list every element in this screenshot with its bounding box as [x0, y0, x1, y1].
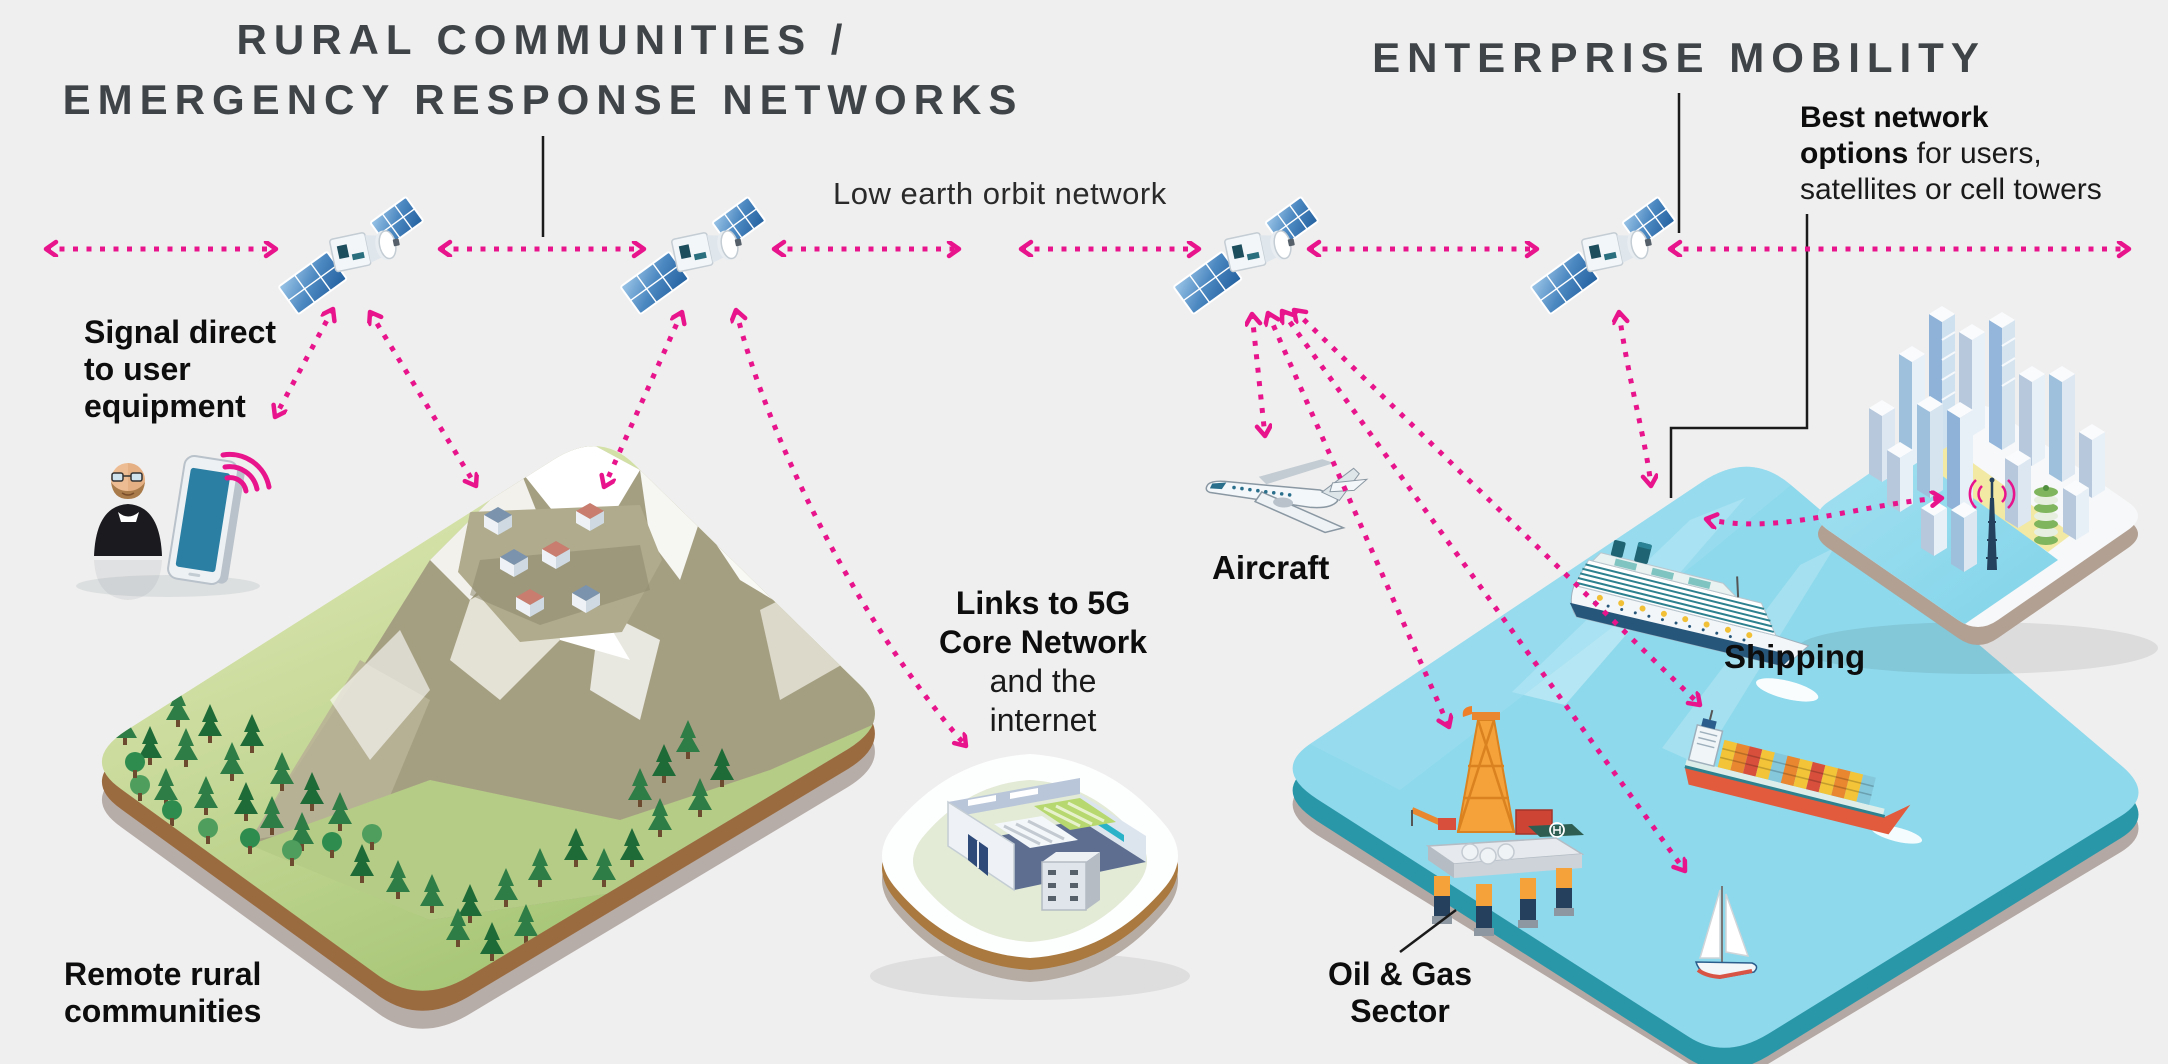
ground-links	[275, 309, 1942, 871]
smartphone-icon	[167, 454, 245, 586]
label-signal-direct: Signal direct to user equipment	[84, 314, 277, 424]
heading-line: EMERGENCY RESPONSE NETWORKS	[62, 76, 1024, 123]
label-shipping: Shipping	[1724, 638, 1866, 675]
satellite-icon	[277, 194, 426, 316]
best-options-connector-line	[1669, 214, 1809, 498]
heading-rural-emergency: RURAL COMMUNITIES / EMERGENCY RESPONSE N…	[63, 10, 1024, 130]
heading-enterprise-mobility: ENTERPRISE MOBILITY	[1372, 34, 1986, 81]
satellite-to-phone-line	[275, 309, 333, 417]
satellite-icon	[1172, 194, 1321, 316]
datacenter-icon	[870, 754, 1190, 1000]
label-aircraft: Aircraft	[1212, 549, 1330, 586]
green-tower	[2034, 485, 2058, 545]
cell-tower-icon	[1968, 477, 2016, 570]
satellite-to-cruise-line	[1619, 312, 1651, 486]
oil-gas-connector-line	[1399, 909, 1457, 953]
container-ship-icon	[1684, 709, 1923, 844]
heading-line: RURAL COMMUNITIES /	[236, 16, 850, 63]
person-icon	[76, 463, 260, 600]
satellite-to-datacenter-line	[736, 310, 966, 746]
sailboat-icon	[1694, 886, 1758, 980]
satellite-to-aircraft-line	[1252, 314, 1265, 436]
satellite-to-village-line	[370, 312, 476, 486]
satellite-icon	[619, 194, 768, 316]
satellite-to-village-line	[604, 312, 682, 487]
airplane-icon	[1205, 459, 1369, 534]
mountain-terrain-icon	[101, 446, 875, 1029]
label-oil-gas-sector: Oil & Gas Sector	[1327, 956, 1473, 1029]
label-remote-rural: Remote rural communities	[64, 956, 262, 1029]
cruise-to-celltower-line	[1706, 498, 1942, 524]
label-leo-network: Low earth orbit network	[833, 176, 1167, 211]
wifi-signal-icon	[220, 451, 272, 494]
label-best-network-options: Best network options for users, satellit…	[1800, 101, 2102, 206]
satellite-icon	[1529, 194, 1678, 316]
label-links-5g-core: Links to 5G Core Network and the interne…	[938, 585, 1148, 738]
